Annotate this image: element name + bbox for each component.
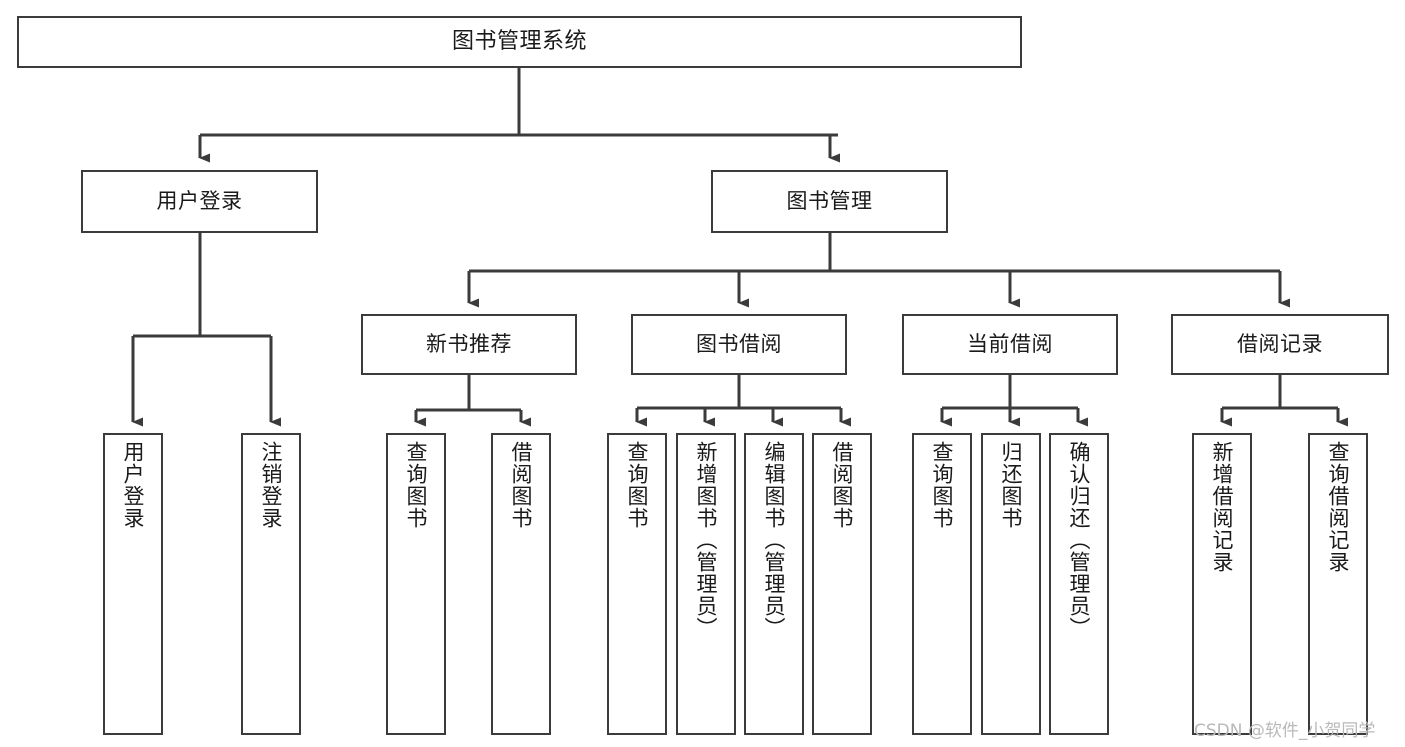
node-label: 新增借阅记录 [1210,441,1235,573]
leaf-edit-book[interactable]: 编辑图书（管理员） [744,433,804,735]
node-label: 查询图书 [625,441,650,529]
node-label: 图书管理系统 [451,29,587,55]
node-user-login[interactable]: 用户登录 [81,170,318,233]
node-label: 归还图书 [999,441,1024,529]
node-label: 新书推荐 [426,332,512,357]
node-new-book-recommend[interactable]: 新书推荐 [361,314,577,375]
leaf-borrow-book-1[interactable]: 借阅图书 [491,433,551,735]
node-borrow-record[interactable]: 借阅记录 [1171,314,1389,375]
leaf-return-book[interactable]: 归还图书 [981,433,1041,735]
node-label: 图书借阅 [696,332,782,357]
node-label: 查询图书 [930,441,955,529]
node-book-management[interactable]: 图书管理 [711,170,948,233]
leaf-query-book-2[interactable]: 查询图书 [607,433,667,735]
node-label: 用户登录 [156,189,243,214]
node-label: 借阅记录 [1237,332,1323,357]
node-book-borrow[interactable]: 图书借阅 [631,314,847,375]
leaf-user-logout[interactable]: 注销登录 [241,433,301,735]
leaf-confirm-return[interactable]: 确认归还（管理员） [1049,433,1109,735]
node-current-borrow[interactable]: 当前借阅 [902,314,1118,375]
leaf-user-login[interactable]: 用户登录 [103,433,163,735]
node-label: 编辑图书（管理员） [762,441,787,639]
leaf-add-record[interactable]: 新增借阅记录 [1192,433,1252,735]
leaf-borrow-book-2[interactable]: 借阅图书 [812,433,872,735]
leaf-add-book[interactable]: 新增图书（管理员） [676,433,736,735]
node-label: 查询图书 [404,441,429,529]
node-label: 注销登录 [259,441,284,529]
node-label: 图书管理 [786,189,873,214]
node-label: 当前借阅 [967,332,1053,357]
node-label: 借阅图书 [509,441,534,529]
leaf-query-record[interactable]: 查询借阅记录 [1308,433,1368,735]
node-label: 借阅图书 [830,441,855,529]
node-label: 查询借阅记录 [1326,441,1351,573]
node-label: 新增图书（管理员） [694,441,719,639]
node-label: 确认归还（管理员） [1067,441,1092,639]
leaf-query-book-3[interactable]: 查询图书 [912,433,972,735]
node-label: 用户登录 [121,441,146,529]
leaf-query-book-1[interactable]: 查询图书 [386,433,446,735]
csdn-watermark: CSDN @软件_小贺同学 [1194,721,1376,741]
node-root-system[interactable]: 图书管理系统 [17,16,1022,68]
